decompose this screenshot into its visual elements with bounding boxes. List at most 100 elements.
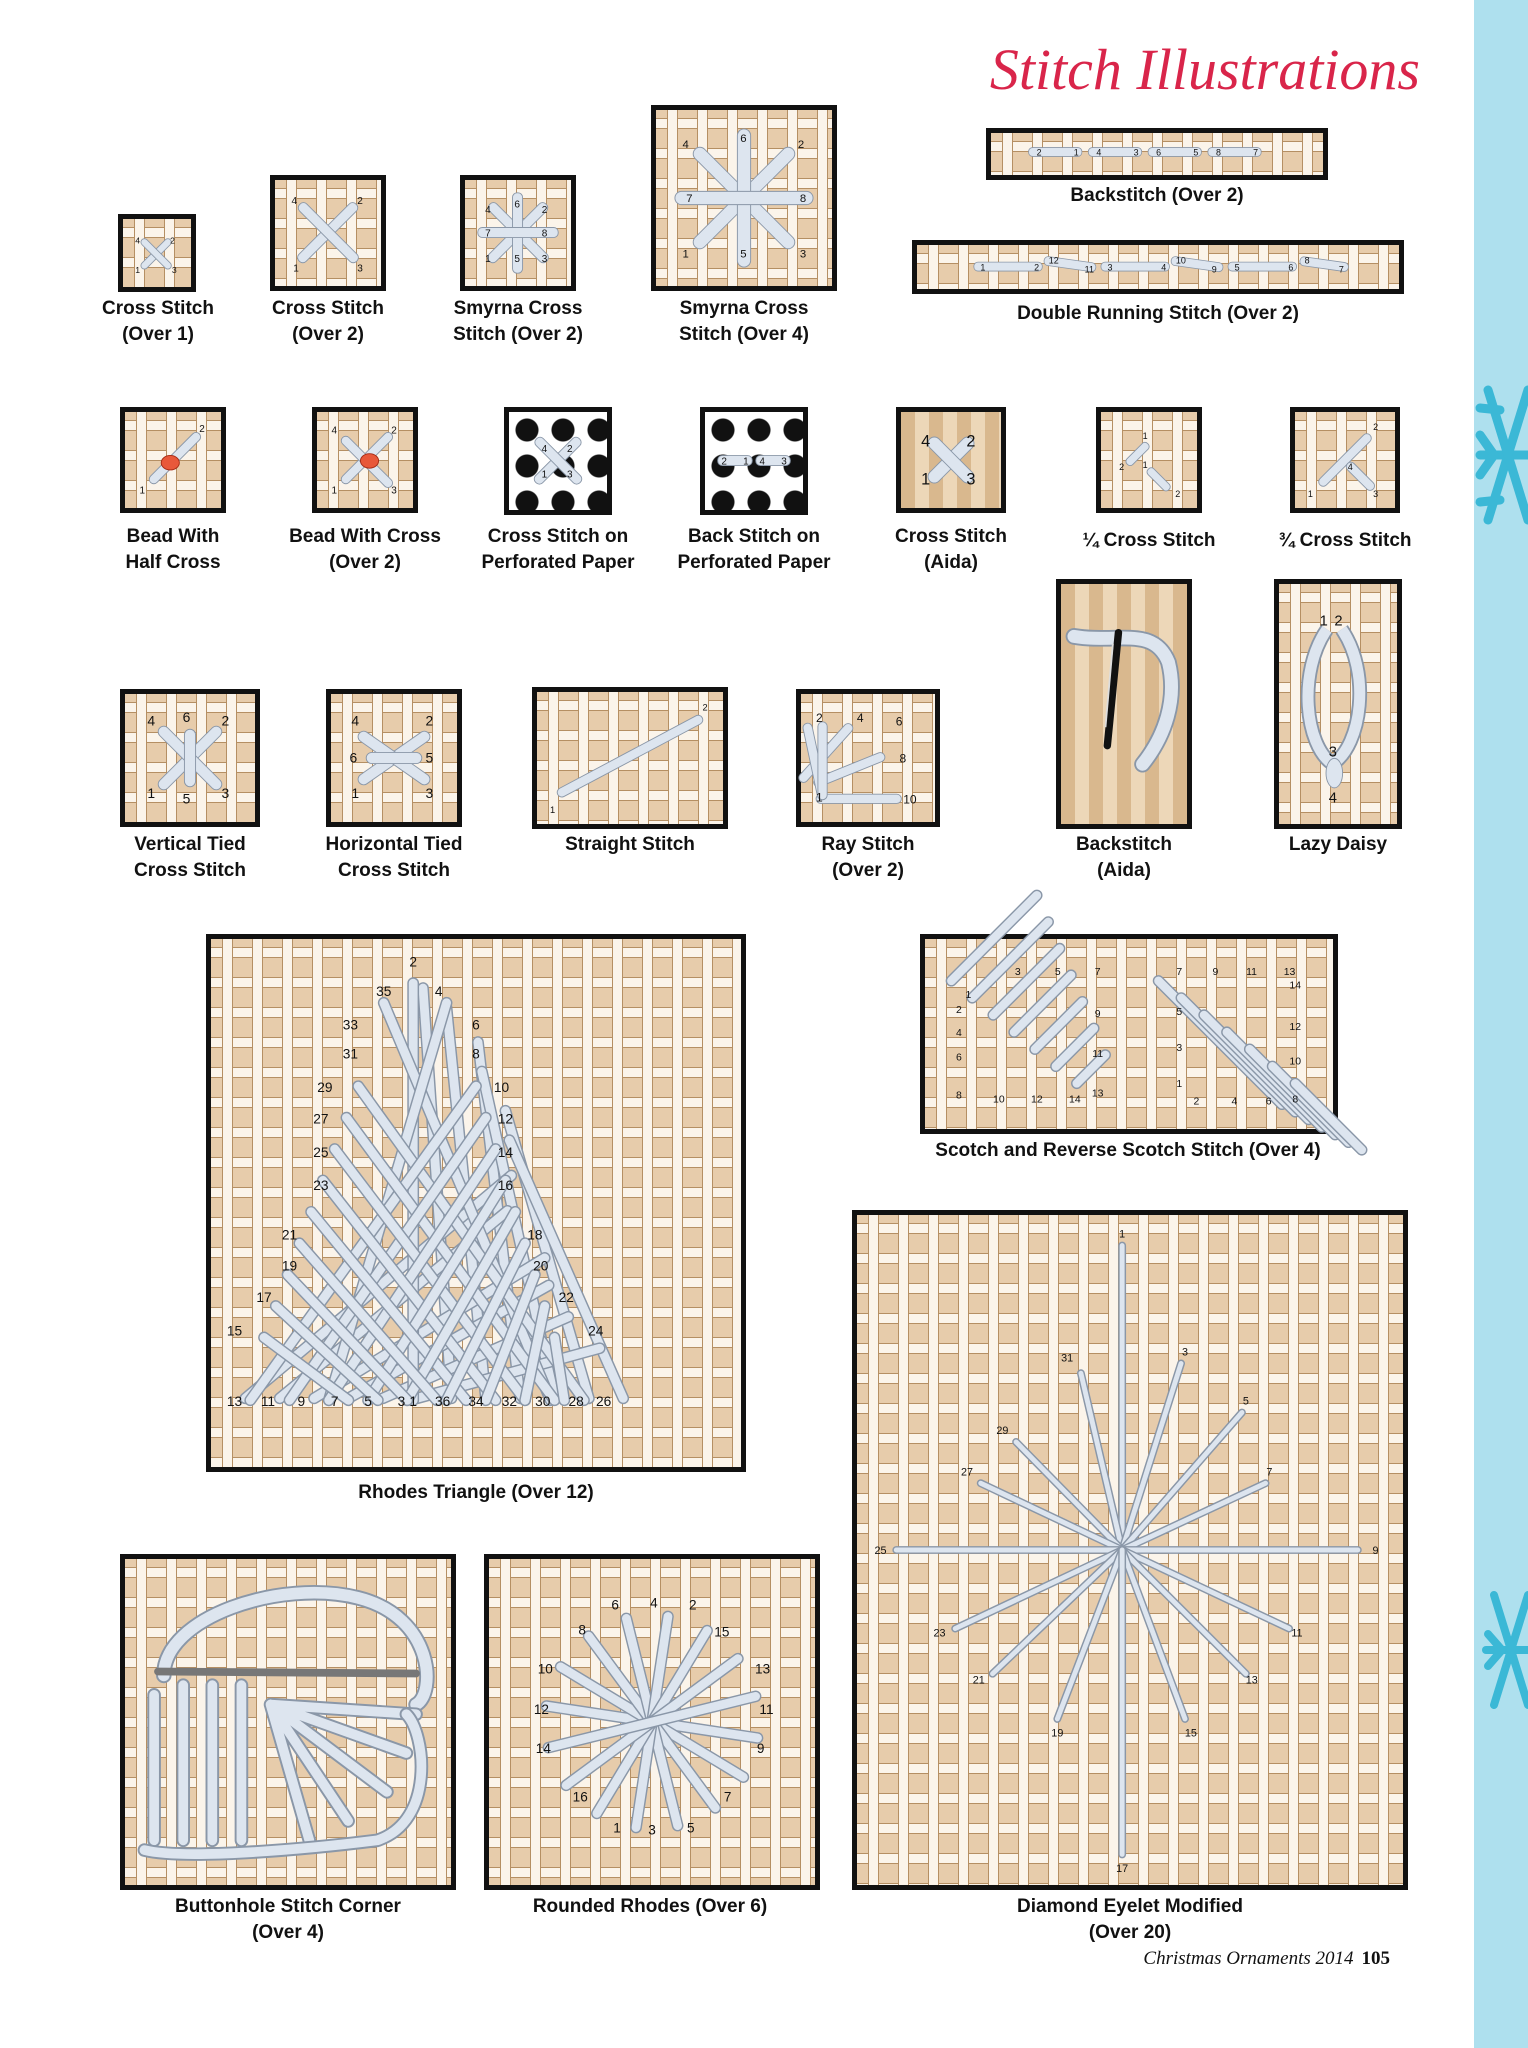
stitch-number: 15 — [1185, 1728, 1197, 1740]
stitch-number: 17 — [256, 1290, 271, 1305]
svg-text:2: 2 — [721, 457, 727, 468]
svg-text:6: 6 — [350, 750, 358, 766]
svg-text:4: 4 — [682, 139, 688, 151]
svg-text:8: 8 — [1216, 148, 1221, 158]
stitch-number: 22 — [559, 1290, 574, 1305]
svg-text:5: 5 — [1193, 148, 1198, 158]
stitch-thread — [988, 944, 1064, 1020]
stitch-thread — [259, 1333, 353, 1405]
stitch-number: 7 — [1095, 967, 1101, 978]
stitch-number: 4 — [650, 1596, 658, 1611]
backstitch-aida-diagram — [1056, 579, 1192, 829]
stitch-number: 14 — [536, 1741, 552, 1756]
stitch-number: 21 — [973, 1675, 985, 1687]
decorative-side-band — [1474, 0, 1528, 2048]
svg-text:1: 1 — [1308, 489, 1313, 499]
ray-stitch-caption: Ray Stitch(Over 2) — [821, 834, 915, 881]
svg-text:2: 2 — [1119, 462, 1124, 472]
stitch-thread — [952, 1547, 1125, 1632]
svg-text:4: 4 — [1096, 148, 1101, 158]
stitch-number: 25 — [875, 1545, 887, 1557]
stitch-number: 5 — [364, 1394, 372, 1409]
svg-text:3: 3 — [567, 469, 573, 480]
svg-text:7: 7 — [485, 229, 491, 240]
stitch-number: 4 — [956, 1028, 962, 1039]
stitch-thread — [550, 1333, 569, 1405]
stitch-number: 7 — [724, 1790, 732, 1805]
stitch-number: 12 — [498, 1112, 513, 1127]
stitch-number: 23 — [933, 1627, 945, 1639]
stitch-thread — [1119, 1410, 1245, 1553]
stitch-number: 14 — [498, 1145, 514, 1160]
cross-aida-caption: Cross Stitch(Aida) — [895, 526, 1007, 573]
svg-text:1: 1 — [331, 486, 337, 497]
svg-text:7: 7 — [1339, 265, 1344, 275]
svg-text:2: 2 — [567, 444, 573, 455]
stitch-thread — [1030, 997, 1087, 1054]
double-running-caption: Double Running Stitch (Over 2) — [1017, 303, 1299, 324]
quarter-cross-caption: ¼ Cross Stitch — [1082, 530, 1216, 551]
stitch-thread — [1078, 1370, 1125, 1553]
svg-text:1: 1 — [1143, 460, 1148, 470]
stitch-number: 14 — [1069, 1094, 1081, 1105]
stitch-number: 3 — [1015, 967, 1021, 978]
snowflake-icon-lower — [1482, 1591, 1528, 1709]
stitch-number: 27 — [961, 1466, 973, 1478]
stitch-number: 10 — [993, 1094, 1005, 1105]
stitch-number: 33 — [343, 1017, 359, 1032]
svg-text:2: 2 — [1175, 489, 1180, 499]
svg-text:12: 12 — [1049, 256, 1059, 266]
stitch-number: 11 — [1291, 1627, 1302, 1639]
stitch-number: 9 — [297, 1394, 305, 1409]
svg-text:10: 10 — [1176, 256, 1186, 266]
svg-text:1: 1 — [147, 785, 155, 801]
stitch-number: 3 — [1176, 1043, 1182, 1054]
stitch-number: 2 — [409, 954, 417, 969]
svg-text:5: 5 — [740, 249, 746, 261]
stitch-number: 31 — [343, 1047, 358, 1062]
svg-text:2: 2 — [1034, 262, 1039, 272]
svg-text:10: 10 — [903, 792, 917, 806]
svg-text:4: 4 — [135, 235, 140, 245]
stitch-number: 15 — [714, 1625, 729, 1640]
svg-text:4: 4 — [331, 426, 337, 437]
backstitch-aida-caption: Backstitch(Aida) — [1075, 834, 1173, 881]
svg-text:1: 1 — [743, 457, 749, 468]
stitch-number: 5 — [1176, 1007, 1182, 1018]
footer-publication: Christmas Ornaments 2014 — [1143, 1948, 1354, 1969]
svg-text:2: 2 — [1037, 148, 1042, 158]
stitch-number: 15 — [227, 1323, 243, 1338]
straight-stitch-caption: Straight Stitch — [565, 834, 695, 855]
svg-text:4: 4 — [147, 713, 155, 729]
stitch-thread — [544, 1691, 760, 1753]
stitch-number: 25 — [313, 1145, 329, 1160]
stitch-number: 4 — [1232, 1096, 1238, 1107]
svg-text:1: 1 — [1074, 148, 1079, 158]
stitch-number: 13 — [1284, 967, 1296, 978]
stitch-thread — [306, 1207, 471, 1405]
stitch-number: 9 — [1372, 1545, 1378, 1557]
stitch-thread — [324, 1144, 501, 1405]
stitch-thread — [442, 1238, 530, 1405]
svg-text:4: 4 — [1161, 262, 1166, 272]
svg-text:1: 1 — [816, 791, 823, 805]
svg-text:2: 2 — [816, 711, 823, 725]
stitch-number: 30 — [535, 1394, 551, 1409]
stitch-number: 7 — [331, 1394, 339, 1409]
buttonhole-corner-diagram — [120, 1554, 456, 1890]
stitch-number: 3 — [1182, 1347, 1188, 1359]
svg-text:3: 3 — [781, 457, 787, 468]
svg-text:7: 7 — [686, 193, 692, 205]
svg-text:2: 2 — [542, 205, 548, 216]
